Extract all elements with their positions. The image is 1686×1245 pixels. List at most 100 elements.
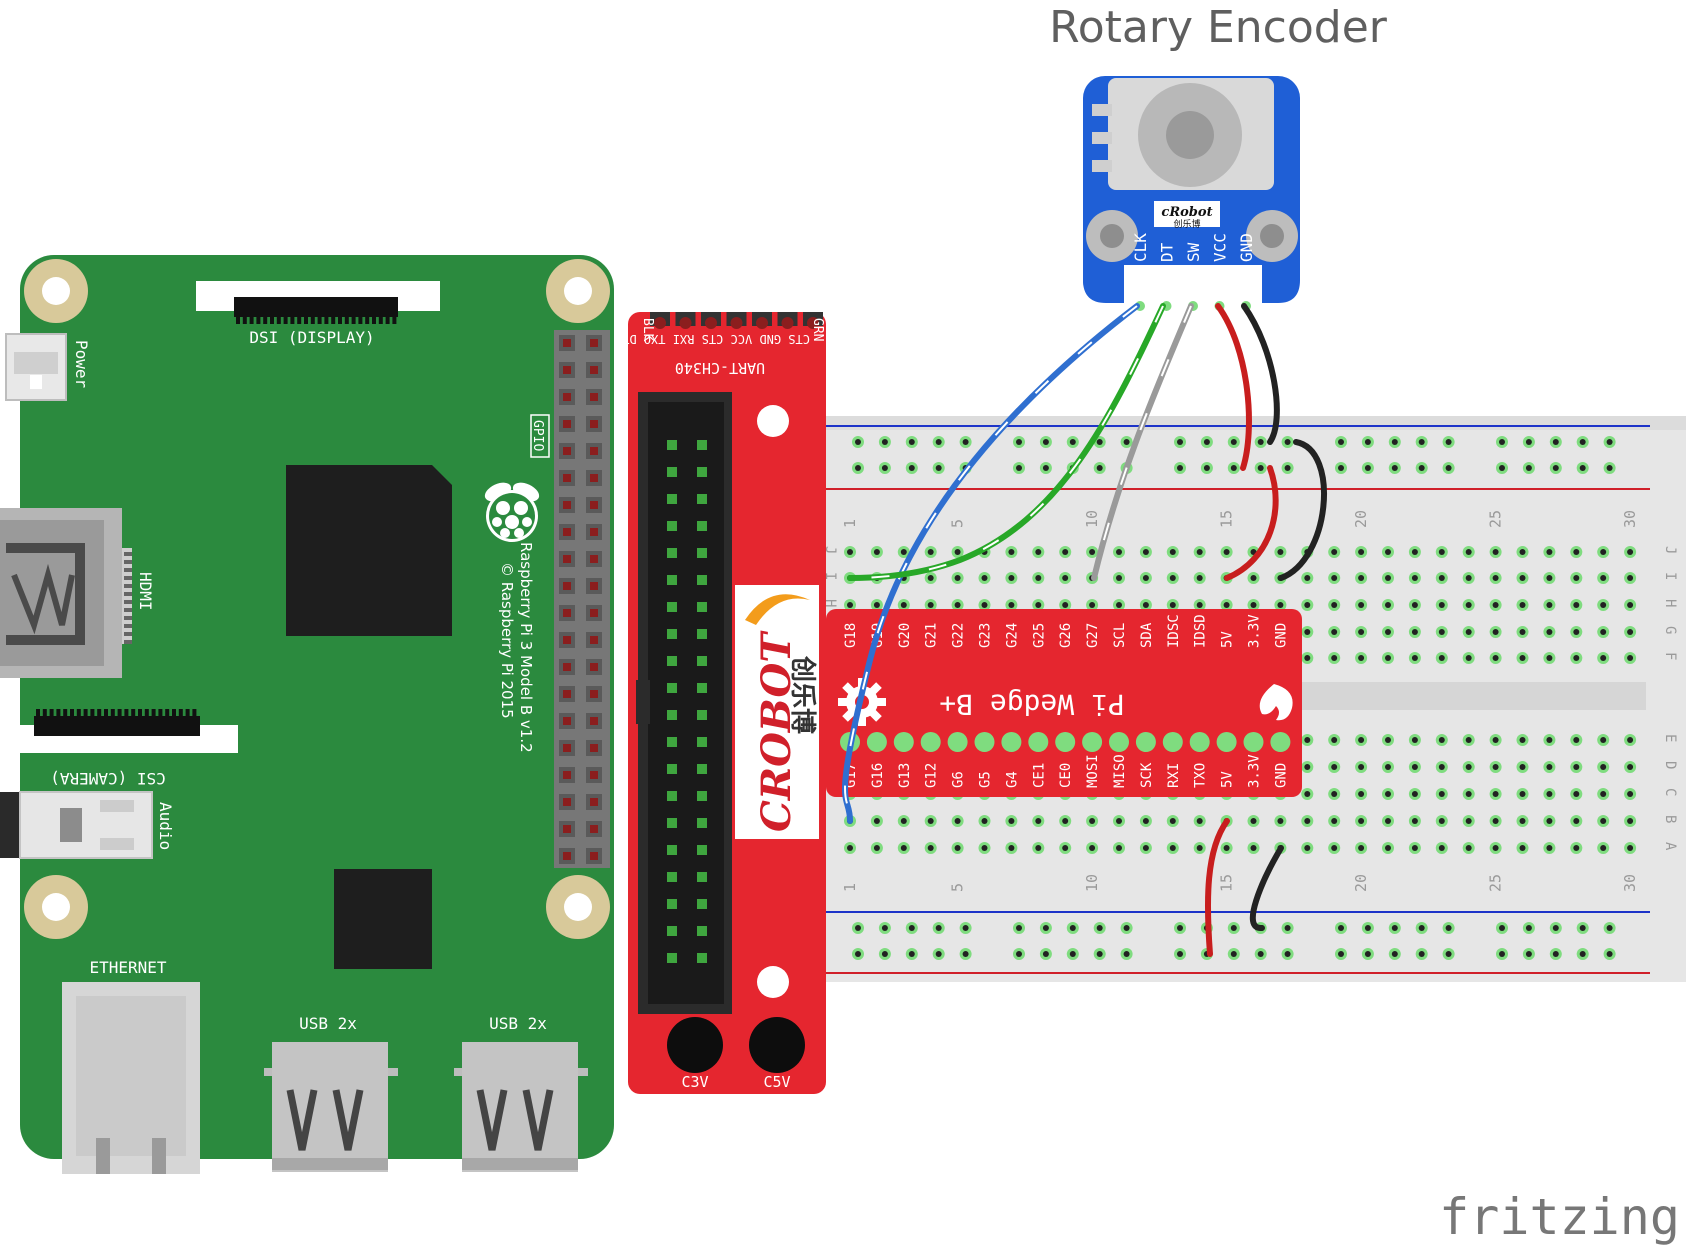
wedge-top-pin-label: SCL	[1112, 623, 1128, 648]
encoder-pin-label: CLK	[1131, 233, 1150, 262]
hdmi-connector	[0, 508, 132, 678]
capacitor-c5v	[749, 1017, 805, 1073]
uart-header-pins	[650, 312, 823, 329]
column-number: 20	[1352, 510, 1370, 528]
column-number: 5	[949, 519, 967, 528]
box-header-pin	[697, 602, 707, 612]
box-header-pin	[667, 548, 677, 558]
usb2-label: USB 2x	[489, 1014, 547, 1033]
wedge-top-pin-label: G18	[843, 623, 859, 648]
wedge-top-pin-label: G26	[1058, 623, 1074, 648]
encoder-pin-label: DT	[1158, 242, 1177, 262]
wedge-top-pin-label: GND	[1273, 623, 1289, 648]
wire-bottom-red	[1204, 818, 1230, 957]
column-number: 10	[1083, 510, 1101, 528]
column-number: 5	[949, 883, 967, 892]
box-header-pin	[667, 575, 677, 585]
box-header-pin	[667, 764, 677, 774]
row-letter: J	[822, 546, 838, 554]
box-header-pin	[697, 683, 707, 693]
usb-port-2	[454, 1042, 588, 1172]
power-label: Power	[72, 340, 91, 389]
wedge-pin	[1109, 732, 1129, 752]
wedge-pin	[974, 732, 995, 752]
box-header-pin	[697, 521, 707, 531]
box-header-pin	[667, 845, 677, 855]
gpio-header	[554, 330, 610, 868]
wedge-bottom-pin-label: G5	[978, 771, 994, 788]
box-header-pin	[697, 818, 707, 828]
gpio-header-pins	[559, 335, 602, 864]
row-letter: E	[1662, 734, 1678, 742]
row-letter: D	[1662, 761, 1678, 769]
wedge-top-pin-label: G21	[924, 623, 940, 648]
mounting-hole	[757, 966, 789, 998]
box-header-pin	[667, 926, 677, 936]
wire-bottom-black	[1249, 845, 1284, 931]
raspberry-logo	[484, 482, 540, 542]
row-letter: F	[1662, 652, 1678, 660]
gpio-label: GPIO	[530, 420, 545, 451]
wedge-top-pin-label: SDA	[1139, 622, 1155, 648]
wedge-bottom-pin-label: CE0	[1058, 763, 1074, 788]
wedge-bottom-pin-label: RXI	[1166, 763, 1182, 788]
wedge-bottom-pin-label: G16	[870, 763, 886, 788]
wedge-top-pin-label: IDSC	[1166, 614, 1182, 648]
wedge-bottom-pin-label: CE1	[1031, 763, 1047, 788]
ethernet-port	[62, 982, 200, 1174]
uart-pin-labels: CTS GND VCC CTS RXI TXO DTR	[614, 332, 810, 346]
memory-chip	[334, 869, 432, 969]
wedge-pin	[920, 732, 941, 752]
wire-dt-green	[847, 303, 1166, 581]
box-header-pin	[697, 791, 707, 801]
ethernet-label: ETHERNET	[89, 958, 166, 977]
fritzing-watermark: fritzing	[1439, 1188, 1680, 1245]
row-letter: B	[1662, 815, 1678, 823]
csi-connector-pins	[36, 709, 197, 716]
column-number: 1	[841, 883, 859, 892]
processor-chip	[286, 465, 452, 636]
audio-jack	[0, 791, 153, 859]
encoder-pin-label: VCC	[1211, 233, 1230, 262]
wedge-pin	[1082, 732, 1103, 752]
diagram-title: Rotary Encoder	[1049, 2, 1388, 53]
box-header-pin	[667, 872, 677, 882]
row-letter: I	[822, 572, 838, 580]
column-number: 30	[1621, 510, 1639, 528]
crobot-logo-panel	[735, 585, 819, 839]
hdmi-label: HDMI	[136, 572, 155, 611]
encoder-brand-panel	[1154, 201, 1220, 227]
box-header-pins	[667, 440, 707, 963]
box-header-pin	[667, 467, 677, 477]
wedge-bottom-pin-label: G4	[1004, 771, 1020, 788]
box-header-pin	[667, 899, 677, 909]
wire-gnd-black-2	[1278, 439, 1327, 581]
copyright-label: © Raspberry Pi 2015	[498, 562, 516, 719]
wedge-bottom-pin-label: G13	[897, 763, 913, 788]
wedge-title: Pi Wedge B+	[939, 688, 1124, 721]
box-header-pin	[697, 845, 707, 855]
uart-pin-left: BLK	[640, 318, 655, 342]
box-header-pin	[697, 872, 707, 882]
box-header-pin	[667, 656, 677, 666]
dsi-connector-pins	[236, 317, 397, 324]
wedge-top-pin-label: G24	[1004, 623, 1020, 648]
wedge-pin	[1189, 732, 1210, 752]
wedge-pin	[1135, 732, 1156, 752]
wedge-pin	[893, 732, 914, 752]
box-header-pin	[697, 764, 707, 774]
row-letter: I	[1662, 572, 1678, 580]
wedge-bottom-pin-label: MOSI	[1085, 754, 1101, 788]
box-header-pin	[697, 953, 707, 963]
column-number: 20	[1352, 874, 1370, 892]
wedge-pin	[1001, 732, 1022, 752]
wedge-bottom-pin-label: 3.3V	[1247, 754, 1263, 788]
box-header-pin	[667, 629, 677, 639]
usb1-label: USB 2x	[299, 1014, 357, 1033]
wedge-pin	[1216, 732, 1237, 752]
box-header-pin	[667, 791, 677, 801]
wire-gnd-black	[1241, 303, 1280, 445]
uart-title: UART-CH340	[675, 359, 765, 377]
